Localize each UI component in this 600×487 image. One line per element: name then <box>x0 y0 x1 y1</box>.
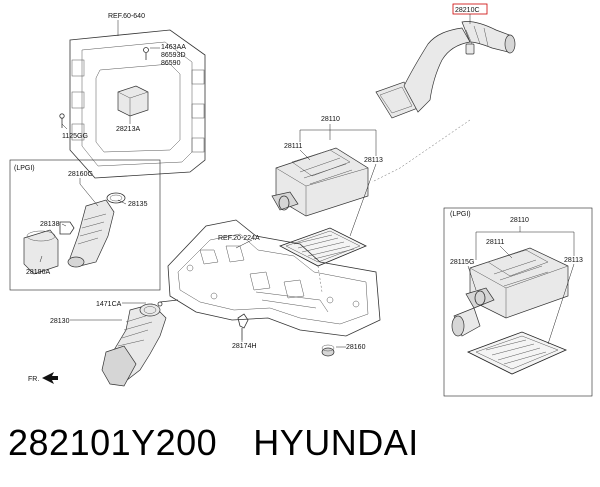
connector-dashed-hose <box>371 119 471 183</box>
brand-name: HYUNDAI <box>253 422 419 463</box>
label-28135: 28135 <box>128 201 148 208</box>
label-28160g: 28160G <box>68 171 93 178</box>
leader-28115g <box>467 265 477 291</box>
label-86590: 86590 <box>161 60 181 67</box>
label-28138: 28138 <box>40 221 60 228</box>
air-cleaner-assembly <box>271 147 369 267</box>
label-lpgi-right: (LPGI) <box>450 211 471 218</box>
label-28210c: 28210C <box>455 7 480 14</box>
label-28196a: 28196A <box>26 269 50 276</box>
leader-28113-main <box>349 163 377 237</box>
leader-28111-lpgi <box>499 245 513 259</box>
label-ref-20-224a: REF.20-224A <box>218 235 260 242</box>
engine-block-reference <box>167 219 381 337</box>
label-28111-main: 28111 <box>284 143 303 150</box>
label-28113-main: 28113 <box>364 157 383 164</box>
label-fr: FR. <box>28 376 39 383</box>
label-28110-main: 28110 <box>321 116 340 123</box>
front-arrow-icon <box>42 372 58 384</box>
label-28160: 28160 <box>346 344 366 351</box>
part-number: 282101Y200 <box>8 422 218 463</box>
label-28130: 28130 <box>50 318 70 325</box>
label-28110-lpgi: 28110 <box>510 217 529 224</box>
leader-28111-main <box>299 149 311 161</box>
label-28115g: 28115G <box>450 259 474 266</box>
connector-dashed-filter <box>317 265 323 293</box>
lpgi-box-left <box>9 159 161 291</box>
label-1125gg: 1125GG <box>62 133 88 140</box>
lpgi-box-right <box>443 207 593 397</box>
leader-28160g <box>79 183 99 207</box>
label-28113-lpgi: 28113 <box>564 257 583 264</box>
lpgi-right-parts <box>451 247 569 375</box>
label-1463aa: 1463AA <box>161 44 186 51</box>
leader-28135 <box>117 199 127 205</box>
intake-hose-28130 <box>101 299 179 387</box>
leader-28113-lpgi <box>547 263 575 345</box>
label-ref-60-640: REF.60-640 <box>108 13 145 20</box>
clip-28174h <box>237 313 249 340</box>
grommet-28160 <box>321 344 335 357</box>
leader-28196a <box>39 255 43 263</box>
label-28213a: 28213A <box>116 126 140 133</box>
label-28111-lpgi: 28111 <box>486 239 505 246</box>
leader-28138 <box>61 223 67 227</box>
part-caption: 282101Y200 HYUNDAI <box>8 422 419 464</box>
intake-hose-assembly <box>375 21 516 119</box>
leader-ref-20-224a <box>235 239 253 249</box>
leader-1125gg <box>61 123 68 130</box>
label-1471ca: 1471CA <box>96 301 122 308</box>
label-lpgi-left: (LPGI) <box>14 165 35 172</box>
label-86593d: 86593D <box>161 52 186 59</box>
label-28174h: 28174H <box>232 343 257 350</box>
lpgi-left-parts <box>23 192 126 275</box>
front-carrier-assembly <box>59 29 206 179</box>
